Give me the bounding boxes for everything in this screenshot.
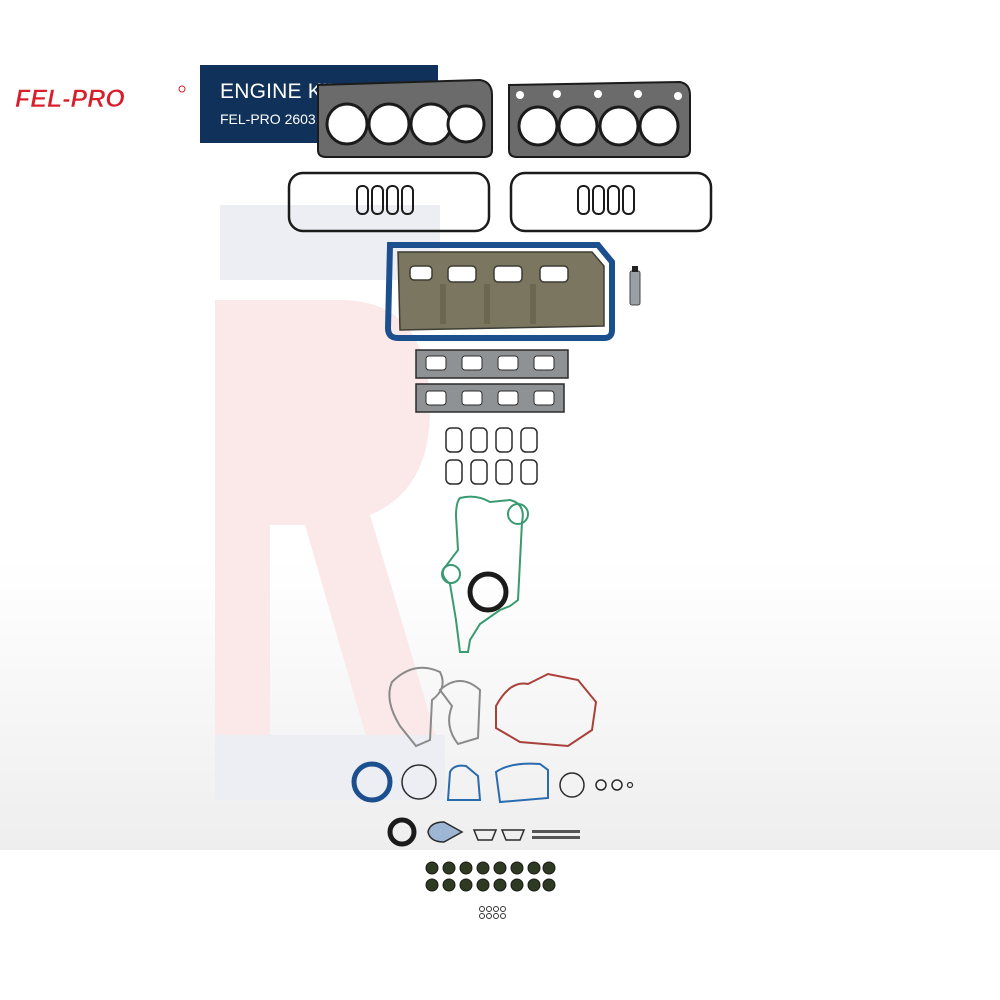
camshaft-seal <box>387 817 417 847</box>
thermostat-housing-gasket <box>495 672 598 748</box>
cover-gasket-medium <box>494 762 549 804</box>
valve-stem-seals <box>425 861 556 892</box>
logo-text: FEL-PRO <box>15 85 125 113</box>
seal-strips <box>532 830 580 839</box>
front-crank-seal <box>351 761 393 803</box>
o-ring-small-1 <box>595 779 607 791</box>
water-pump-gasket <box>388 666 482 748</box>
cover-gasket-small <box>446 764 482 801</box>
oil-pan-gasket <box>384 242 615 341</box>
egr-gasket <box>427 821 464 843</box>
valve-cover-gasket-right <box>509 171 713 233</box>
small-gasket-2 <box>500 829 526 841</box>
timing-cover-gasket <box>441 495 529 653</box>
product-subtitle: FEL-PRO 2603145 <box>220 111 340 127</box>
valve-cover-gasket-left <box>287 171 491 233</box>
rear-main-seal <box>467 571 509 613</box>
o-ring-medium <box>559 772 585 798</box>
fel-pro-logo: FEL-PRO <box>15 85 186 113</box>
o-ring-large <box>401 764 437 800</box>
exhaust-gaskets <box>445 427 538 485</box>
sealant-tube <box>629 266 641 306</box>
intake-manifold-gaskets <box>415 349 569 413</box>
o-ring-tiny <box>626 781 634 789</box>
head-gasket-left <box>317 78 493 158</box>
small-o-rings <box>479 906 506 919</box>
head-gasket-right <box>508 80 691 158</box>
small-gasket-1 <box>472 829 498 841</box>
o-ring-small-2 <box>611 779 623 791</box>
